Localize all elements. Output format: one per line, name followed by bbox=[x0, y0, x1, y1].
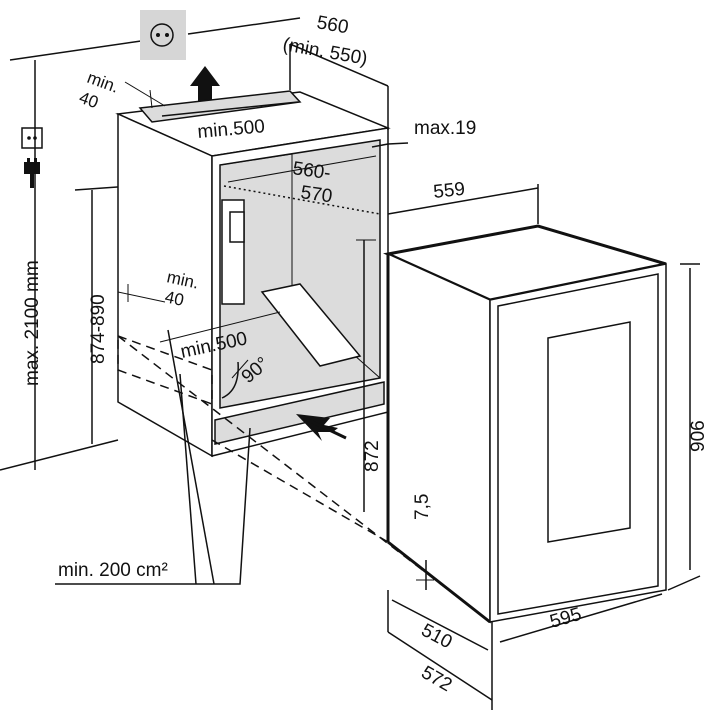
label-572: 572 bbox=[418, 662, 456, 696]
label-7-5: 7,5 bbox=[412, 494, 433, 520]
wine-cooler bbox=[383, 224, 667, 624]
label-min-200-cm2: min. 200 cm² bbox=[58, 560, 168, 581]
dimension-lines bbox=[34, 43, 701, 710]
airflow-up-arrow bbox=[190, 66, 220, 104]
niche-cabinet bbox=[115, 90, 391, 458]
label-min40-mid-line2: 40 bbox=[163, 287, 185, 310]
label-min550: (min. 550) bbox=[281, 34, 369, 70]
label-560-570-line1: 560- bbox=[291, 158, 332, 184]
label-559: 559 bbox=[432, 179, 466, 203]
power-plug-icon bbox=[21, 127, 43, 188]
label-906: 906 bbox=[688, 420, 707, 452]
wall-socket bbox=[140, 10, 186, 60]
label-max19: max.19 bbox=[414, 118, 476, 139]
label-min40-top-line2: 40 bbox=[77, 88, 101, 112]
label-max2100: max. 2100 mm bbox=[22, 260, 43, 386]
airflow-inlet-arrow bbox=[296, 414, 347, 441]
label-560: 560 bbox=[315, 12, 350, 38]
label-510: 510 bbox=[418, 620, 456, 653]
label-874-890: 874-890 bbox=[88, 294, 109, 364]
label-560-570-line2: 570 bbox=[299, 182, 333, 207]
label-872: 872 bbox=[362, 440, 383, 472]
